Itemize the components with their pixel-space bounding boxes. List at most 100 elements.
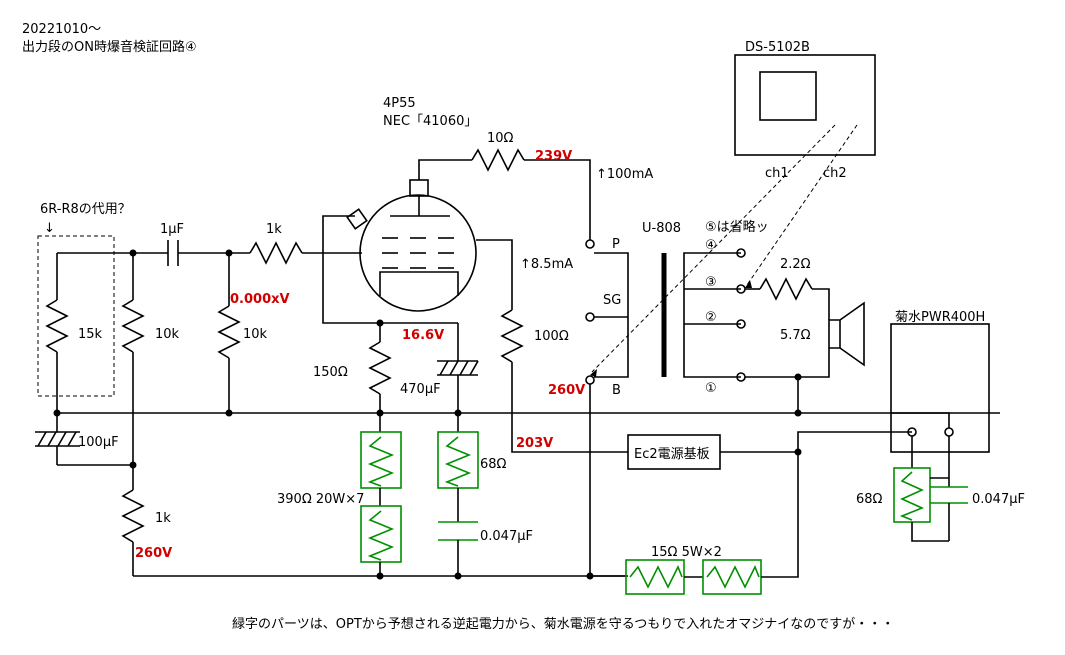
scope-screen [759,71,817,121]
tx-p-label: P [612,237,620,252]
tx-primary [594,252,629,378]
probe-ch2-arrow [745,280,752,288]
v-239-label: 239V [535,149,572,164]
tube-grids [382,237,454,269]
v-16-label: 16.6V [402,328,444,343]
r-22-label: 2.2Ω [780,257,811,272]
r-57-label: 5.7Ω [780,328,811,343]
terminal-p [585,239,595,249]
tx-name: U-808 [642,221,681,236]
substitute-box [37,235,115,397]
r-10k-a [121,299,145,353]
c-470-hatch [439,360,479,376]
footer-green-word: 緑字 [232,617,258,632]
r-10ohm-label: 10Ω [487,131,514,146]
r-390-b [367,510,395,561]
tx-b-label: B [612,383,621,398]
r-150-label: 150Ω [313,365,348,380]
c-in-label: 1μF [160,222,184,237]
c-0047b-label: 0.047μF [972,492,1025,507]
tap4-label: ④ [705,238,717,253]
r-1k [121,489,145,543]
wire [797,431,912,452]
junction [794,409,802,417]
ch1-label: ch1 [765,166,789,181]
probe-ch2 [746,124,858,286]
c-470-label: 470μF [400,382,441,397]
junction [376,409,384,417]
r-1k-label: 1k [155,511,171,526]
c-100-label: 100μF [78,435,119,450]
i-100-label: ↑100mA [596,167,653,182]
c-100-hatch [37,431,77,447]
wire [891,412,950,428]
r-15a-box [625,559,685,595]
wire [761,576,799,578]
r-68-label: 68Ω [480,457,507,472]
ec2-label: Ec2電源基板 [634,447,710,462]
page-title: 出力段のON時爆音検証回路④ [22,39,197,55]
psu-name: 菊水PWR400H [895,310,985,325]
wire [911,522,949,542]
plate-wire [524,159,591,240]
tube-maker: NEC「41060」 [383,114,477,129]
substitute-arrow: ↓ [44,221,55,236]
r-68b-label: 68Ω [856,492,883,507]
r-10ohm [471,148,525,172]
wire [812,288,830,320]
tap2-label: ② [705,310,717,325]
plate-wire [418,159,472,180]
junction [376,572,384,580]
r-15-label: 15Ω 5W×2 [651,545,722,560]
r-100 [500,309,524,363]
scope-body [734,54,876,156]
scope-name: DS-5102B [745,40,810,55]
r-22 [759,277,813,301]
r-grid-stop [249,241,303,265]
tube-cathode [379,271,459,296]
tube-top-cap [409,179,429,197]
r-15k [45,299,69,353]
junction [454,572,462,580]
tx-secondary [683,252,741,378]
junction [454,409,462,417]
substitute-note: 6R-R8の代用？ [40,202,131,217]
junction [225,409,233,417]
tube-type: 4P55 [383,96,416,111]
c-0047-label: 0.047μF [480,529,533,544]
r-10k-b-label: 10k [243,327,268,342]
tube-envelope [359,194,477,312]
terminal-2 [736,319,746,329]
footer-text: のパーツは、OPTから予想される逆起電力から、菊水電源を守るつもりで入れたオマジ… [258,616,894,632]
r-390-a-box [360,431,402,489]
r-390-a [367,436,395,487]
tap3-label: ③ [705,275,717,290]
tx-sg-label: SG [603,293,621,308]
terminal-sg [585,312,595,322]
probe-ch1 [591,124,836,373]
ch2-label: ch2 [823,166,847,181]
terminal-4 [736,248,746,258]
footer-note: 緑字のパーツは、OPTから予想される逆起電力から、菊水電源を守るつもりで入れたオ… [232,616,894,632]
tube-side-pin [346,208,368,230]
psu-box [890,323,990,453]
r-10k-b [217,305,241,359]
terminal-b [585,375,595,385]
r-390-b-box [360,505,402,563]
r-100-label: 100Ω [534,329,569,344]
r-10k-a-label: 10k [155,327,180,342]
omit-note: ⑤は省略ッ [705,219,769,235]
cathode-wire [322,253,458,324]
r-68b [899,471,925,521]
tap1-label: ① [705,381,717,396]
r-15b-box [702,559,762,595]
r-15b [706,565,760,589]
i-85-label: ↑8.5mA [520,257,573,272]
r-grid-stop-label: 1k [266,222,282,237]
psu-terminal-minus [944,427,954,437]
v-260a-label: 260V [135,546,172,561]
probe-ch1-arrow [590,369,597,377]
v-203-label: 203V [516,436,553,451]
